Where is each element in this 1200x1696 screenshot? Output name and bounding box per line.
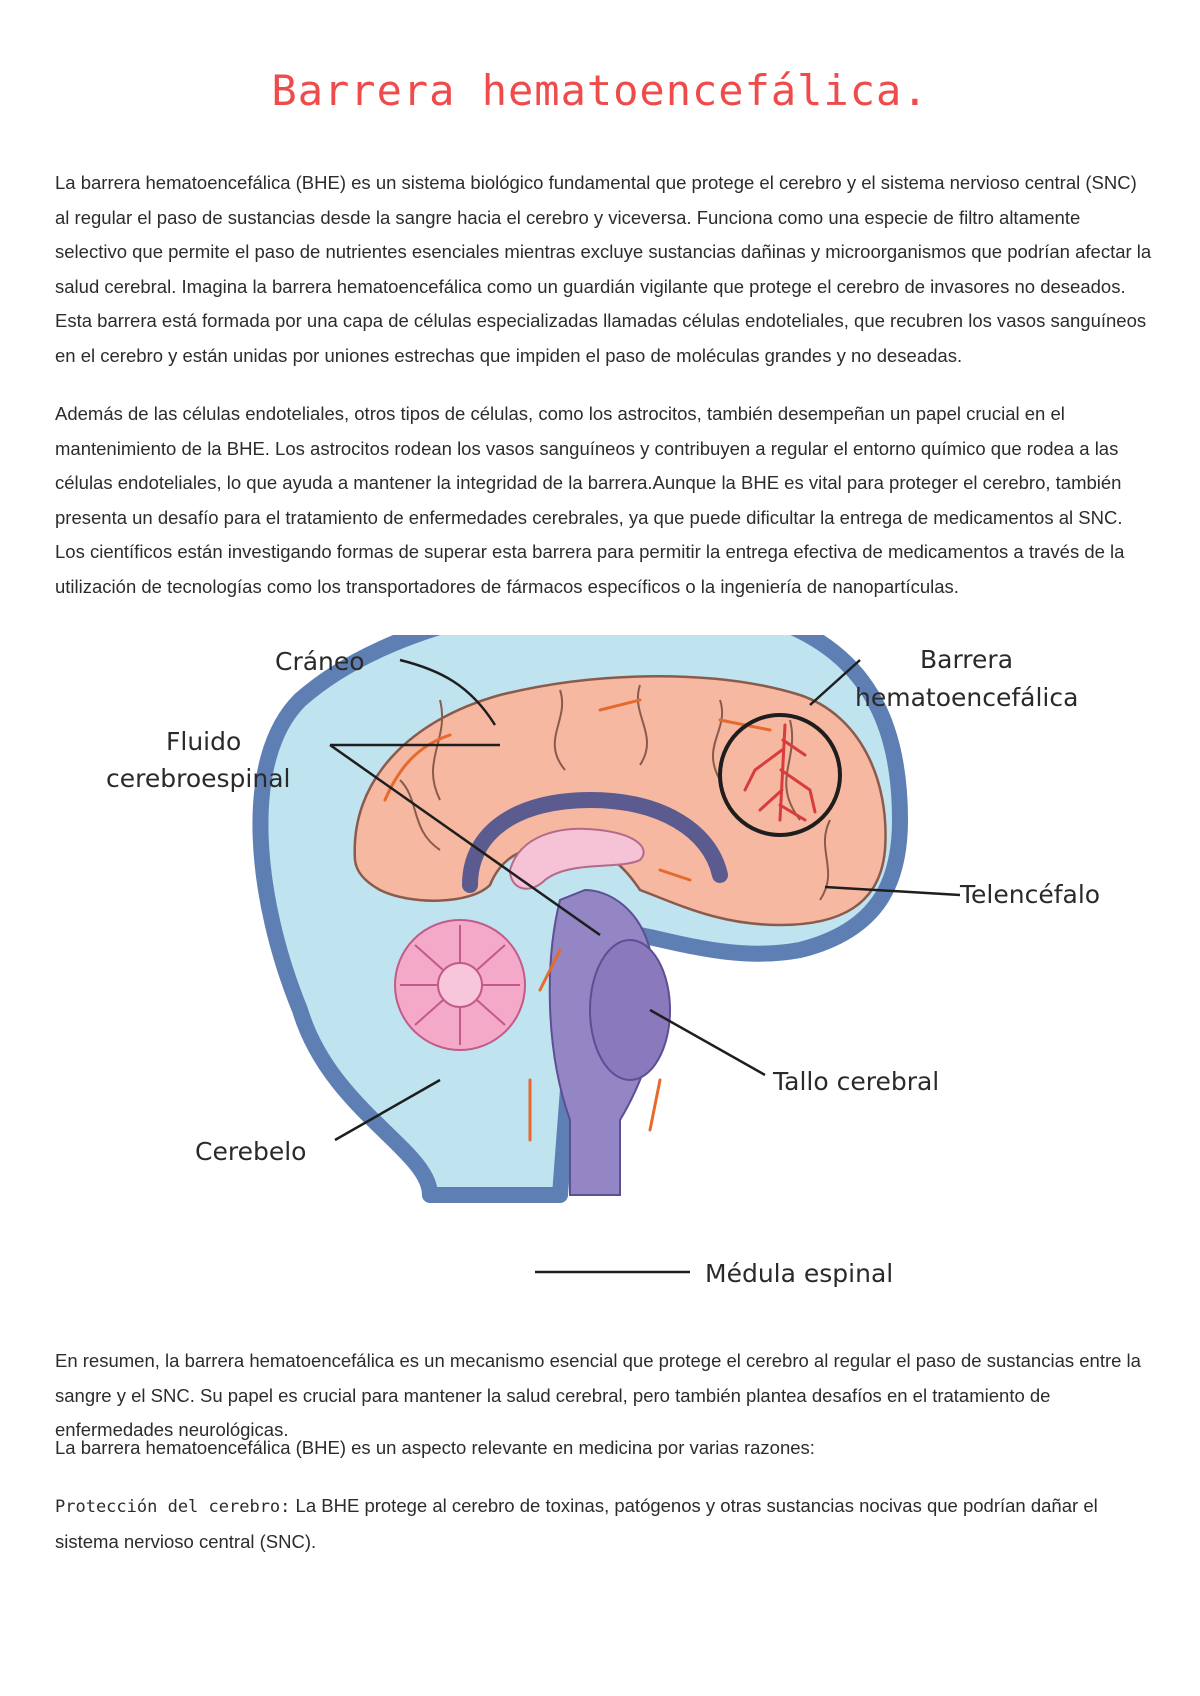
leader-lines [329, 658, 961, 1274]
proteccion-body: La BHE protege al cerebro de toxinas, pa… [55, 1495, 1098, 1552]
page-title: Barrera hematoencefálica. [271, 66, 929, 115]
brain-sulci [399, 684, 831, 901]
paragraph-resumen: En resumen, la barrera hematoencefálica … [55, 1350, 1141, 1440]
cerebellum [394, 919, 526, 1051]
brain-diagram: Cráneo Barrera hematoencefálica Fluido c… [106, 635, 1100, 1288]
pons [589, 939, 671, 1081]
label-cerebelo: Cerebelo [195, 1137, 306, 1166]
label-fluido-line2: cerebroespinal [106, 764, 290, 793]
blood-vessel [743, 723, 817, 822]
ventricle [508, 827, 645, 890]
label-telencefalo: Telencéfalo [959, 880, 1100, 909]
paragraph-intro: La barrera hematoencefálica (BHE) es un … [55, 172, 1152, 366]
label-barrera-line1: Barrera [920, 645, 1013, 674]
proteccion-lead: Protección del cerebro: [55, 1497, 291, 1517]
label-medula-espinal: Médula espinal [705, 1259, 893, 1288]
label-tallo-cerebral: Tallo cerebral [772, 1067, 939, 1096]
label-craneo: Cráneo [275, 647, 365, 676]
bhe-highlight-circle [718, 713, 842, 837]
label-barrera-line2: hematoencefálica [855, 683, 1078, 712]
paragraph-proteccion: Protección del cerebro: La BHE protege a… [55, 1489, 1155, 1559]
corpus-callosum [462, 791, 728, 893]
paragraph-razones: La barrera hematoencefálica (BHE) es un … [55, 1437, 815, 1458]
paragraph-astrocitos: Además de las células endoteliales, otro… [55, 403, 1125, 597]
label-fluido-line1: Fluido [166, 727, 241, 756]
